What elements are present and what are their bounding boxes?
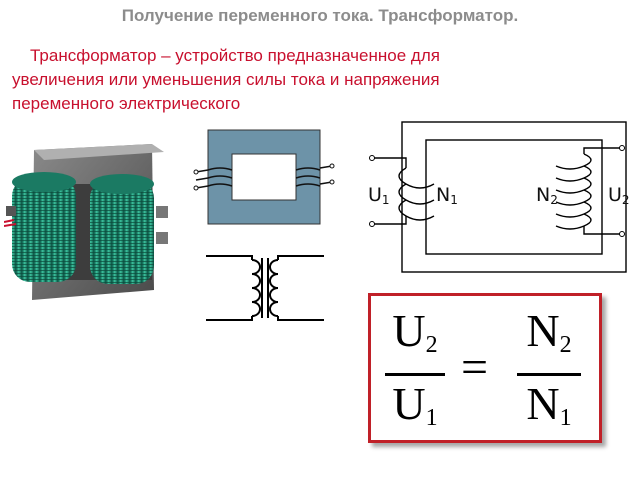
transformer-ratio-formula: U2 U1 = N2 N1 — [368, 293, 602, 443]
winding-diagram — [362, 118, 632, 278]
turns-fraction: N2 N1 — [517, 306, 581, 443]
definition-line-1: Трансформатор – устройство предназначенн… — [30, 46, 440, 65]
transformer-photo — [4, 140, 184, 315]
voltage-fraction: U2 U1 — [385, 306, 445, 443]
voltage-denominator: U1 — [392, 378, 438, 432]
u1-label: U1 — [368, 184, 390, 207]
definition-line-2: увеличения или уменьшения силы тока и на… — [12, 70, 440, 89]
definition-line-3: переменного электрического — [12, 94, 241, 113]
n1-label: N1 — [436, 184, 458, 207]
turns-numerator: N2 — [526, 305, 572, 359]
fraction-bar — [517, 373, 581, 376]
definition-text: Трансформатор – устройство предназначенн… — [12, 44, 636, 116]
u2-label: U2 — [608, 184, 630, 207]
fraction-bar — [385, 373, 445, 376]
voltage-numerator: U2 — [392, 305, 438, 359]
core-diagram — [190, 128, 335, 228]
transformer-symbol — [204, 250, 328, 326]
turns-denominator: N1 — [526, 378, 572, 432]
page-title: Получение переменного тока. Трансформато… — [121, 6, 519, 25]
n2-label: N2 — [536, 184, 558, 207]
equals-sign: = — [461, 341, 489, 394]
